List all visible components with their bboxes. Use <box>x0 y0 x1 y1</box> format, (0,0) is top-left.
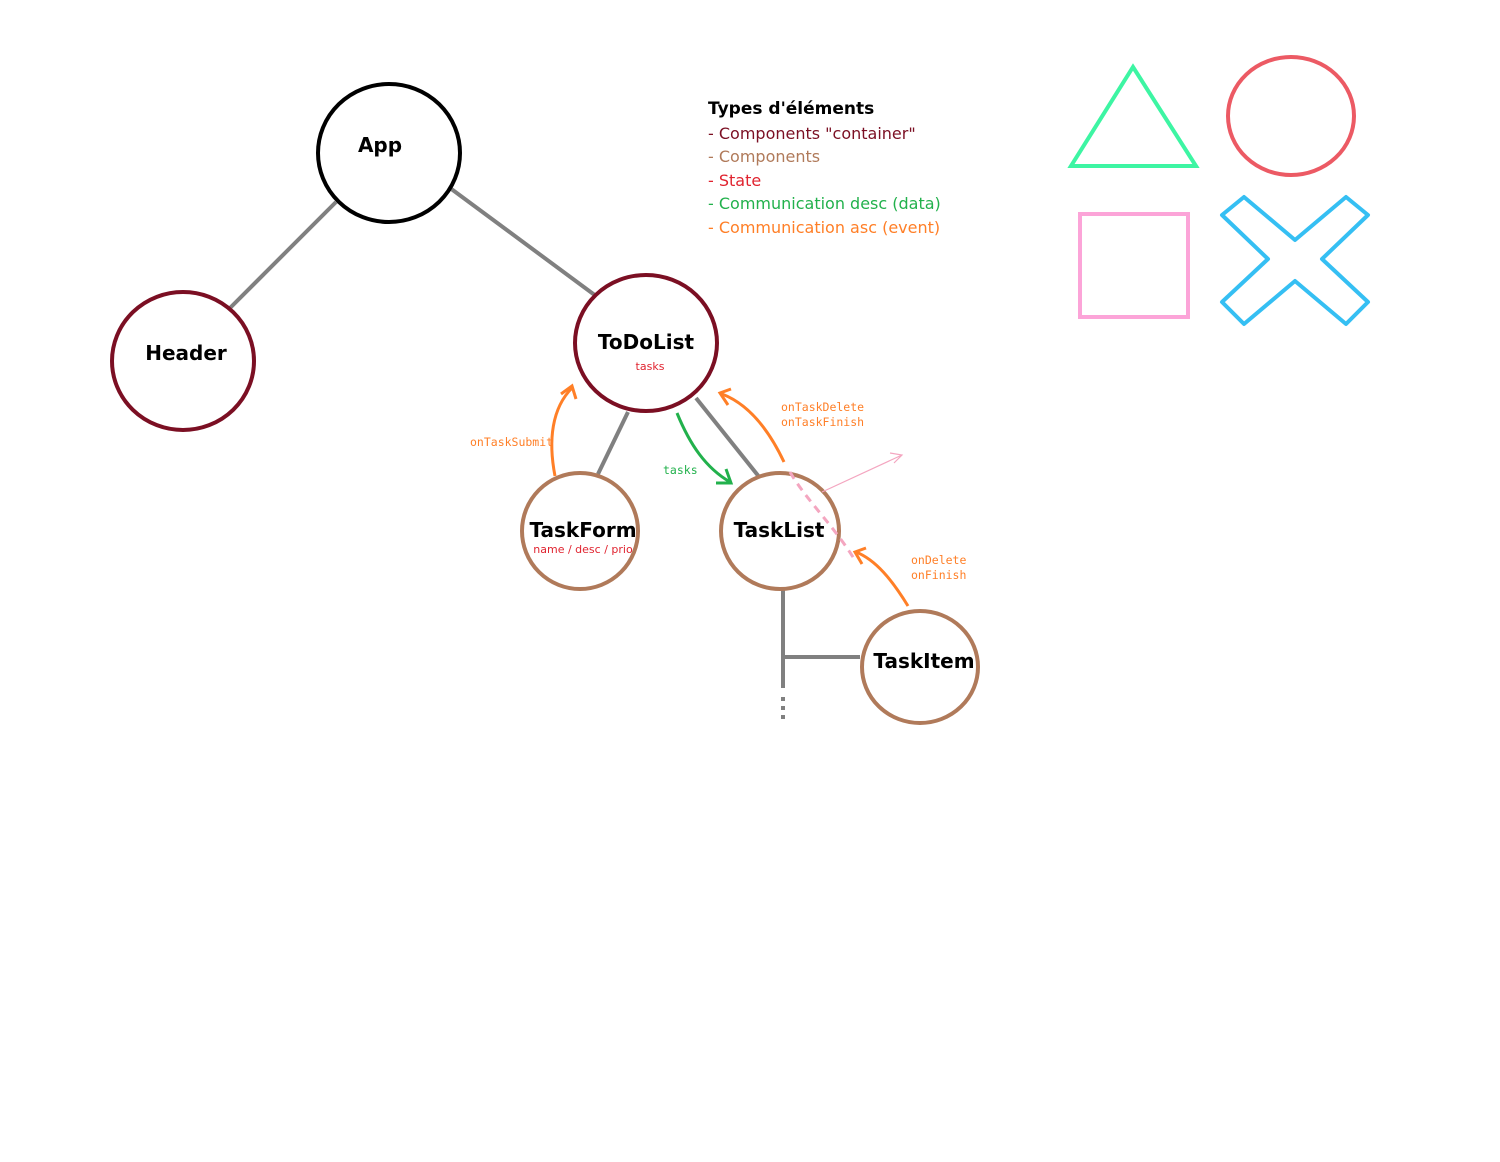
link-todolist-taskform <box>596 411 630 475</box>
node-taskform-state: name / desc / prio <box>533 543 633 556</box>
label-tasks-down: tasks <box>663 463 698 477</box>
legend: Types d'éléments - Components "container… <box>708 98 941 239</box>
circle-icon <box>1226 55 1356 177</box>
node-todolist: ToDoList tasks <box>573 273 719 413</box>
node-tasklist-label: TaskList <box>734 518 825 542</box>
label-on-delete: onDelete <box>911 553 966 567</box>
node-taskform: TaskForm name / desc / prio <box>520 471 640 591</box>
node-todolist-label: ToDoList <box>598 330 695 354</box>
pink-dashed-curve <box>788 471 858 563</box>
cross-icon <box>1220 195 1370 326</box>
legend-item-data-flow: - Communication desc (data) <box>708 194 941 213</box>
node-app: App <box>316 82 462 224</box>
node-header-label: Header <box>145 341 227 365</box>
pink-thin-arrow <box>821 452 904 493</box>
node-header: Header <box>110 290 256 432</box>
label-on-task-delete: onTaskDelete <box>781 400 864 414</box>
square-icon <box>1078 212 1190 319</box>
legend-item-state: - State <box>708 170 762 190</box>
link-app-todolist <box>448 186 598 298</box>
legend-item-container: - Components "container" <box>708 123 916 143</box>
legend-item-event-flow: - Communication asc (event) <box>708 217 941 237</box>
node-tasklist: TaskList <box>719 471 841 591</box>
arrow-tasks-down <box>675 412 734 485</box>
node-taskform-label: TaskForm <box>529 518 636 542</box>
label-on-task-submit: onTaskSubmit <box>470 435 553 449</box>
node-taskitem-label: TaskItem <box>873 649 974 673</box>
label-on-finish: onFinish <box>911 568 966 582</box>
link-app-header <box>226 200 338 312</box>
arrow-on-task-delete-finish <box>717 387 786 463</box>
triangle-icon <box>1067 63 1200 168</box>
label-on-task-finish: onTaskFinish <box>781 415 864 429</box>
legend-item-components: - Components <box>708 147 821 166</box>
node-app-label: App <box>358 133 402 157</box>
arrow-on-task-submit <box>550 383 578 477</box>
node-taskitem: TaskItem <box>860 609 980 725</box>
link-todolist-tasklist <box>694 396 762 480</box>
arrow-on-delete-finish <box>852 546 910 607</box>
legend-title: Types d'éléments <box>708 99 875 119</box>
node-todolist-state: tasks <box>636 360 665 373</box>
